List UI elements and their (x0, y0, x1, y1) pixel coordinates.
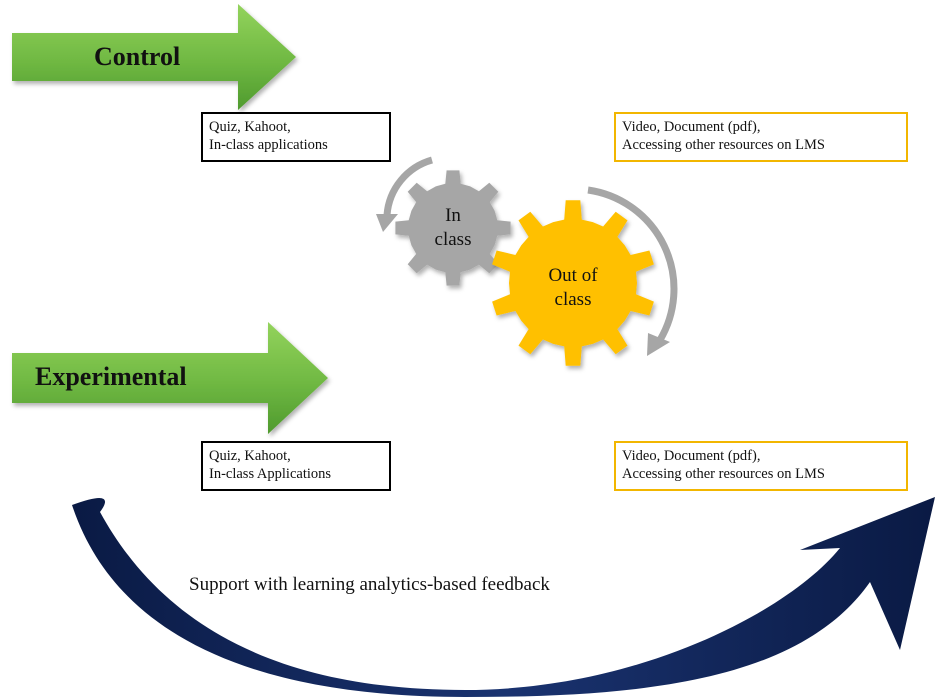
box-line: Quiz, Kahoot, (209, 448, 291, 464)
feedback-curve-arrow (72, 497, 935, 697)
control-arrow (12, 4, 296, 110)
control-out-of-class-resources-box: Video, Document (pdf), Accessing other r… (614, 112, 908, 162)
in-class-gear-body (395, 170, 511, 286)
in-class-gear-shape (395, 170, 511, 286)
box-line: In-class applications (209, 137, 328, 153)
control-in-class-activities-box: Quiz, Kahoot, In-class applications (201, 112, 391, 162)
gear-label-line: class (554, 289, 592, 310)
box-line: In-class Applications (209, 466, 332, 482)
gear-label-line: Out of (548, 265, 598, 286)
experimental-label: Experimental (35, 362, 187, 391)
in-class-gear-label: In class (418, 204, 488, 252)
experimental-arrow (12, 322, 328, 434)
experimental-out-of-class-resources-box: Video, Document (pdf), Accessing other r… (614, 441, 908, 491)
gear-label-line: class (434, 229, 472, 250)
box-line: Video, Document (pdf), (622, 448, 761, 464)
feedback-label: Support with learning analytics-based fe… (189, 574, 550, 595)
control-label: Control (94, 42, 181, 71)
experimental-in-class-activities-box: Quiz, Kahoot, In-class Applications (201, 441, 391, 491)
out-of-class-gear-label: Out of class (525, 264, 621, 312)
gear-label-line: In (445, 205, 461, 226)
box-line: Accessing other resources on LMS (622, 137, 825, 153)
out-of-class-gear-shape (492, 200, 654, 366)
box-line: Video, Document (pdf), (622, 119, 761, 135)
cycle-arrow-in-class (376, 156, 434, 232)
box-line: Accessing other resources on LMS (622, 466, 825, 482)
out-of-class-gear-body (492, 200, 654, 366)
box-line: Quiz, Kahoot, (209, 119, 291, 135)
cycle-arrow-out-of-class (587, 186, 678, 356)
